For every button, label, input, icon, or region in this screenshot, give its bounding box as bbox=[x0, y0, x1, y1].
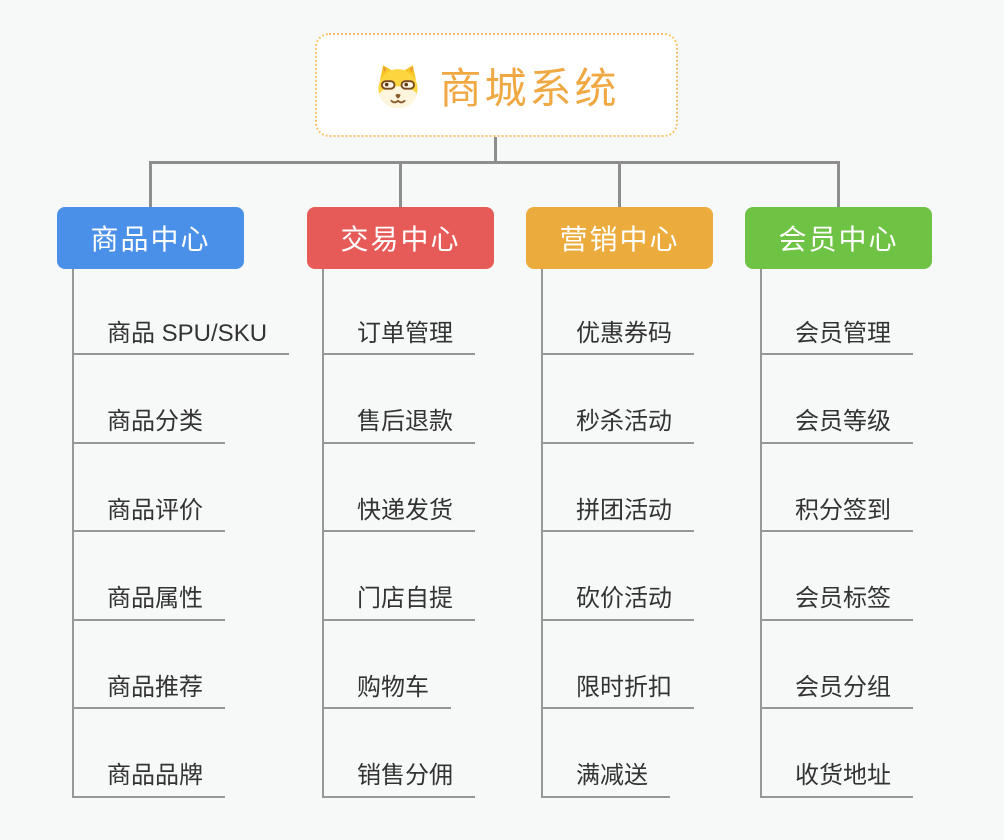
subtopic-label: 商品 SPU/SKU bbox=[74, 320, 290, 355]
subtopic-label: 销售分佣 bbox=[324, 762, 475, 798]
subtopic[interactable]: 秒杀活动 bbox=[543, 355, 778, 444]
subtopic[interactable]: 购物车 bbox=[324, 621, 559, 709]
subtopic[interactable]: 积分签到 bbox=[762, 444, 997, 532]
connector-branch-drop bbox=[399, 161, 402, 209]
branch-topic-label: 商品中心 bbox=[90, 224, 211, 255]
branch-topic-label: 会员中心 bbox=[778, 224, 899, 255]
branch-topic-product-center[interactable]: 商品中心 bbox=[57, 207, 244, 269]
connector-root-drop bbox=[494, 136, 497, 164]
subtopic[interactable]: 商品推荐 bbox=[74, 621, 309, 709]
connector-branch-drop bbox=[149, 161, 152, 209]
branch-topic-marketing-center[interactable]: 营销中心 bbox=[526, 207, 713, 269]
subtopic-label: 收货地址 bbox=[762, 762, 913, 798]
subtopic[interactable]: 收货地址 bbox=[762, 709, 997, 798]
subtopic[interactable]: 商品品牌 bbox=[74, 709, 309, 798]
branch-member-center: 会员中心 会员管理 会员等级 积分签到 会员标签 会员分组 收货地址 bbox=[745, 207, 997, 798]
subtopic-list: 会员管理 会员等级 积分签到 会员标签 会员分组 收货地址 bbox=[760, 269, 997, 798]
subtopic-label: 满减送 bbox=[543, 762, 670, 798]
branch-topic-trade-center[interactable]: 交易中心 bbox=[307, 207, 494, 269]
branch-topic-member-center[interactable]: 会员中心 bbox=[745, 207, 932, 269]
subtopic[interactable]: 满减送 bbox=[543, 709, 778, 798]
subtopic-label: 积分签到 bbox=[762, 497, 913, 532]
subtopic-label: 商品属性 bbox=[74, 585, 225, 621]
subtopic[interactable]: 商品 SPU/SKU bbox=[74, 269, 309, 355]
root-topic[interactable]: 商城系统 bbox=[315, 33, 678, 137]
subtopic[interactable]: 门店自提 bbox=[324, 532, 559, 621]
subtopic[interactable]: 会员分组 bbox=[762, 621, 997, 709]
subtopic-list: 订单管理 售后退款 快递发货 门店自提 购物车 销售分佣 bbox=[322, 269, 559, 798]
branch-marketing-center: 营销中心 优惠券码 秒杀活动 拼团活动 砍价活动 限时折扣 满减送 bbox=[526, 207, 778, 798]
subtopic-label: 订单管理 bbox=[324, 320, 475, 355]
subtopic[interactable]: 优惠券码 bbox=[543, 269, 778, 355]
subtopic-label: 限时折扣 bbox=[543, 674, 694, 709]
subtopic[interactable]: 会员管理 bbox=[762, 269, 997, 355]
subtopic[interactable]: 商品分类 bbox=[74, 355, 309, 444]
branch-trade-center: 交易中心 订单管理 售后退款 快递发货 门店自提 购物车 销售分佣 bbox=[307, 207, 559, 798]
subtopic-label: 拼团活动 bbox=[543, 497, 694, 532]
doge-dog-icon bbox=[378, 64, 419, 108]
subtopic[interactable]: 销售分佣 bbox=[324, 709, 559, 798]
branch-topic-label: 交易中心 bbox=[340, 224, 461, 255]
subtopic-label: 购物车 bbox=[324, 674, 451, 709]
connector-branch-drop bbox=[837, 161, 840, 209]
subtopic-label: 快递发货 bbox=[324, 497, 475, 532]
subtopic-label: 商品分类 bbox=[74, 408, 225, 444]
subtopic-label: 商品评价 bbox=[74, 497, 225, 532]
subtopic-label: 会员等级 bbox=[762, 408, 913, 444]
connector-branch-drop bbox=[618, 161, 621, 209]
subtopic-label: 会员分组 bbox=[762, 674, 913, 709]
subtopic[interactable]: 售后退款 bbox=[324, 355, 559, 444]
subtopic-label: 售后退款 bbox=[324, 408, 475, 444]
subtopic[interactable]: 拼团活动 bbox=[543, 444, 778, 532]
root-topic-label: 商城系统 bbox=[439, 64, 620, 112]
subtopic[interactable]: 会员等级 bbox=[762, 355, 997, 444]
subtopic[interactable]: 商品属性 bbox=[74, 532, 309, 621]
subtopic[interactable]: 订单管理 bbox=[324, 269, 559, 355]
subtopic-label: 优惠券码 bbox=[543, 320, 694, 355]
subtopic-label: 会员标签 bbox=[762, 585, 913, 621]
subtopic-label: 商品推荐 bbox=[74, 674, 225, 709]
subtopic-label: 商品品牌 bbox=[74, 762, 225, 798]
subtopic[interactable]: 限时折扣 bbox=[543, 621, 778, 709]
branch-product-center: 商品中心 商品 SPU/SKU 商品分类 商品评价 商品属性 商品推荐 商品品牌 bbox=[57, 207, 309, 798]
subtopic[interactable]: 砍价活动 bbox=[543, 532, 778, 621]
subtopic-label: 砍价活动 bbox=[543, 585, 694, 621]
subtopic[interactable]: 会员标签 bbox=[762, 532, 997, 621]
subtopic-list: 商品 SPU/SKU 商品分类 商品评价 商品属性 商品推荐 商品品牌 bbox=[72, 269, 309, 798]
subtopic-list: 优惠券码 秒杀活动 拼团活动 砍价活动 限时折扣 满减送 bbox=[541, 269, 778, 798]
connector-rail bbox=[149, 161, 840, 164]
subtopic-label: 秒杀活动 bbox=[543, 408, 694, 444]
subtopic-label: 门店自提 bbox=[324, 585, 475, 621]
subtopic-label: 会员管理 bbox=[762, 320, 913, 355]
branch-topic-label: 营销中心 bbox=[559, 224, 680, 255]
subtopic[interactable]: 商品评价 bbox=[74, 444, 309, 532]
subtopic[interactable]: 快递发货 bbox=[324, 444, 559, 532]
